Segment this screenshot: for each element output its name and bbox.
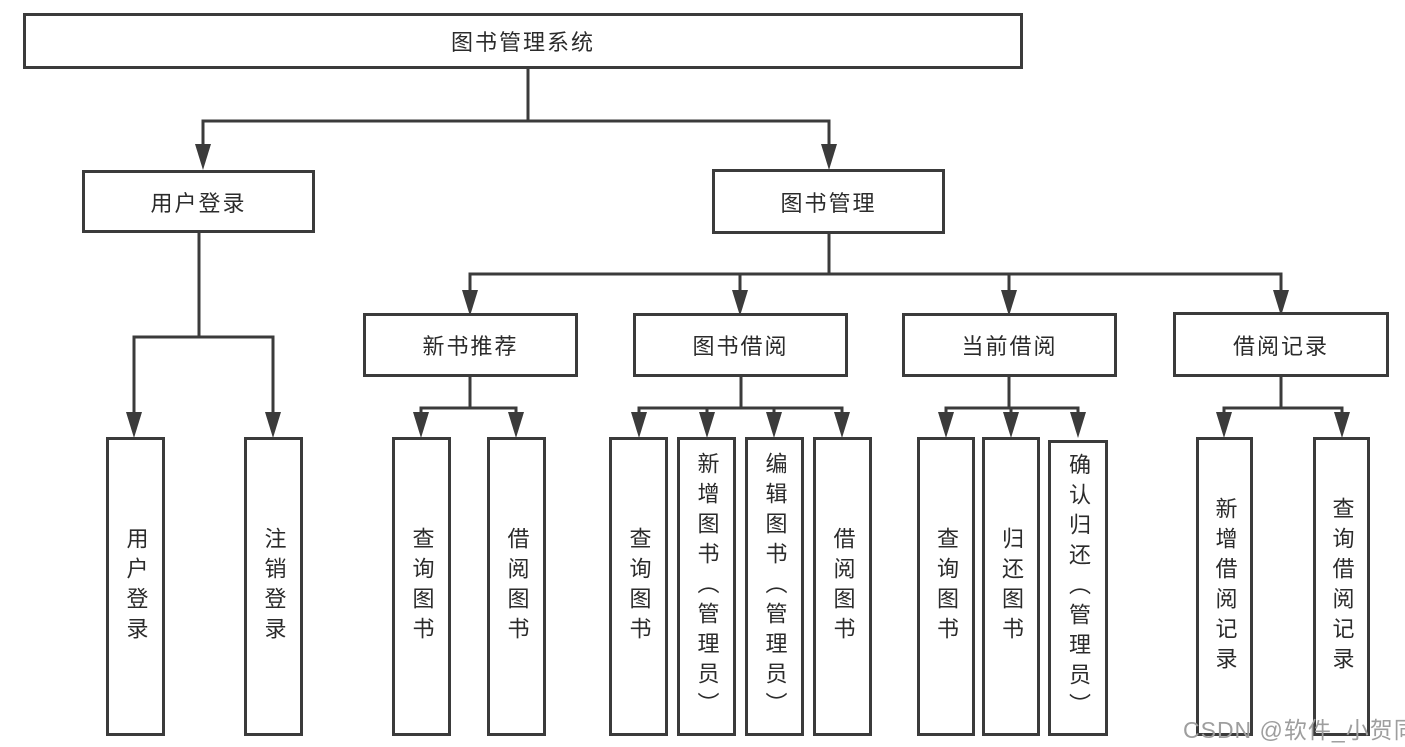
leaf-label: 确认归还（管理员） [1066, 453, 1091, 723]
leaf-label: 查询借阅记录 [1329, 496, 1355, 677]
leaf-label: 查询图书 [934, 526, 959, 647]
leaf-borrow-books: 借阅图书 [487, 437, 546, 736]
node-user-login: 用户登录 [82, 170, 315, 233]
leaf-return-books: 归还图书 [982, 437, 1040, 736]
leaf-label: 查询图书 [626, 526, 652, 647]
leaf-label: 新增图书（管理员） [694, 451, 720, 722]
csdn-watermark: CSDN @软件_小贺同学 [1183, 717, 1405, 743]
node-book-borrow: 图书借阅 [633, 313, 848, 377]
node-book-management: 图书管理 [712, 169, 945, 234]
leaf-query-books: 查询图书 [917, 437, 975, 736]
leaf-label: 新增借阅记录 [1212, 496, 1238, 677]
node-label: 借阅记录 [1232, 333, 1329, 359]
leaf-add-borrow-record: 新增借阅记录 [1196, 437, 1253, 736]
leaf-logout: 注销登录 [244, 437, 303, 736]
leaf-label: 借阅图书 [830, 526, 856, 647]
leaf-label: 归还图书 [999, 526, 1024, 647]
leaf-label: 编辑图书（管理员） [762, 451, 788, 722]
node-label: 图书管理 [780, 190, 877, 216]
node-label: 新书推荐 [422, 334, 519, 359]
node-current-borrow: 当前借阅 [902, 313, 1117, 377]
node-label: 当前借阅 [961, 334, 1058, 359]
leaf-label: 注销登录 [261, 526, 287, 647]
leaf-label: 查询图书 [409, 526, 435, 647]
leaf-confirm-return-admin: 确认归还（管理员） [1048, 440, 1108, 736]
leaf-query-books: 查询图书 [392, 437, 451, 736]
leaf-user-login: 用户登录 [106, 437, 165, 736]
leaf-label: 借阅图书 [504, 526, 530, 647]
leaf-query-books: 查询图书 [609, 437, 668, 736]
node-label: 图书借阅 [692, 334, 789, 359]
node-library-management-system: 图书管理系统 [23, 13, 1023, 69]
leaf-edit-books-admin: 编辑图书（管理员） [745, 437, 804, 736]
node-borrow-records: 借阅记录 [1173, 312, 1389, 377]
leaf-add-books-admin: 新增图书（管理员） [677, 437, 736, 736]
node-label: 用户登录 [150, 190, 247, 216]
leaf-borrow-books: 借阅图书 [813, 437, 872, 736]
leaf-label: 用户登录 [123, 526, 149, 647]
node-label: 图书管理系统 [450, 30, 595, 55]
leaf-query-borrow-record: 查询借阅记录 [1313, 437, 1370, 736]
node-new-book-recommend: 新书推荐 [363, 313, 578, 377]
